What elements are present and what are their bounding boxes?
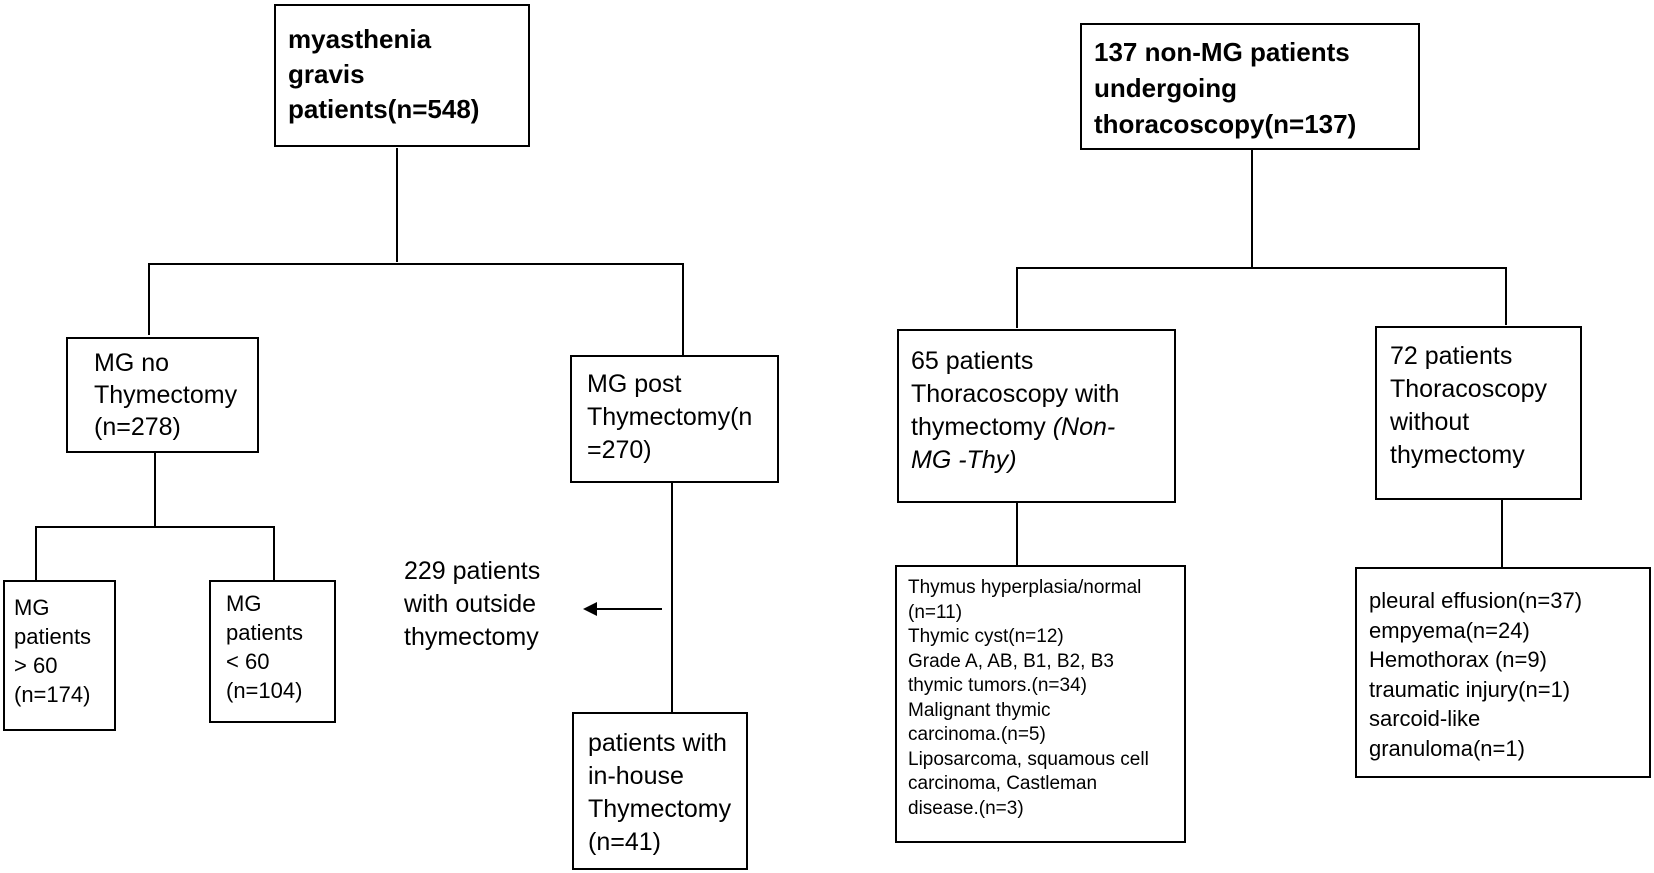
node-line: without [1390, 408, 1470, 436]
node-line: Thymectomy [588, 795, 732, 823]
node-line: patients [14, 624, 92, 649]
root-line: myasthenia [288, 24, 432, 54]
detail-line: Hemothorax (n=9) [1369, 647, 1547, 672]
non-mg-thy-italic: MG -Thy) [911, 446, 1017, 474]
node-line: Thymectomy(n [587, 403, 753, 431]
detail-line: (n=11) [908, 601, 963, 623]
node-line: =270) [587, 436, 652, 464]
node-line: (n=174) [14, 682, 91, 707]
node-line: (n=104) [226, 678, 303, 703]
mg-over-60-box: MG patients > 60 (n=174) [3, 580, 116, 731]
root-line: 137 non-MG patients [1094, 37, 1350, 67]
detail-line: disease.(n=3) [908, 797, 1024, 819]
inhouse-thymectomy-box: patients with in-house Thymectomy (n=41) [572, 712, 748, 870]
outside-thymectomy-label: 229 patients with outside thymectomy [404, 555, 540, 654]
node-line: MG post [587, 370, 682, 398]
node-line: Thymectomy [94, 381, 238, 409]
without-thymectomy-details-box: pleural effusion(n=37) empyema(n=24) Hem… [1355, 567, 1651, 778]
node-line: < 60 [226, 649, 270, 674]
label-line: thymectomy [404, 623, 539, 651]
detail-line: Thymic cyst(n=12) [908, 626, 1064, 647]
detail-line: pleural effusion(n=37) [1369, 588, 1583, 613]
detail-line: carcinoma, Castleman [908, 773, 1098, 794]
label-line: with outside [404, 590, 537, 618]
node-line: MG [226, 591, 262, 616]
node-line: Thoracoscopy [1390, 375, 1548, 403]
root-line: gravis [288, 59, 365, 89]
thoracoscopy-with-thymectomy-box: 65 patients Thoracoscopy with thymectomy… [897, 329, 1176, 503]
node-line: thymectomy (Non- [911, 411, 1168, 444]
detail-line: Liposarcoma, squamous cell [908, 748, 1149, 770]
mg-under-60-box: MG patients < 60 (n=104) [209, 580, 336, 723]
detail-line: carcinoma.(n=5) [908, 724, 1046, 745]
thoracoscopy-without-thymectomy-box: 72 patients Thoracoscopy without thymect… [1375, 326, 1582, 500]
node-line: 65 patients [911, 347, 1034, 375]
detail-line: granuloma(n=1) [1369, 735, 1525, 761]
mg-no-thymectomy-box: MG no Thymectomy (n=278) [66, 337, 259, 453]
detail-line: empyema(n=24) [1369, 617, 1530, 643]
node-line: (n=278) [94, 413, 181, 441]
node-line: > 60 [14, 653, 58, 678]
label-line: 229 patients [404, 557, 541, 585]
node-line: patients with [588, 729, 727, 757]
arrow-left-icon [583, 602, 662, 616]
detail-line: sarcoid-like [1369, 706, 1481, 731]
node-text: thymectomy [911, 413, 1053, 441]
root-line: thoracoscopy(n=137) [1094, 109, 1357, 139]
detail-line: Grade A, AB, B1, B2, B3 [908, 650, 1114, 672]
node-line: in-house [588, 762, 684, 790]
detail-line: Thymus hyperplasia/normal [908, 577, 1142, 598]
node-line: patients [226, 620, 304, 645]
non-mg-root-box: 137 non-MG patients undergoing thoracosc… [1080, 23, 1420, 150]
mg-patients-root-box: myasthenia gravis patients(n=548) [274, 4, 530, 147]
root-line: undergoing [1094, 73, 1237, 103]
detail-line: traumatic injury(n=1) [1369, 676, 1571, 702]
node-line: MG no [94, 349, 170, 377]
node-line: MG [14, 595, 50, 620]
node-line: (n=41) [588, 828, 661, 856]
mg-post-thymectomy-box: MG post Thymectomy(n =270) [570, 355, 779, 483]
with-thymectomy-details-box: Thymus hyperplasia/normal (n=11) Thymic … [895, 565, 1186, 843]
node-line: Thoracoscopy with [911, 380, 1120, 408]
root-line: patients(n=548) [288, 94, 480, 124]
node-line: thymectomy [1390, 441, 1525, 469]
detail-line: thymic tumors.(n=34) [908, 675, 1087, 696]
detail-line: Malignant thymic [908, 699, 1051, 721]
non-mg-thy-italic: (Non- [1052, 413, 1116, 441]
node-line: 72 patients [1390, 342, 1513, 370]
